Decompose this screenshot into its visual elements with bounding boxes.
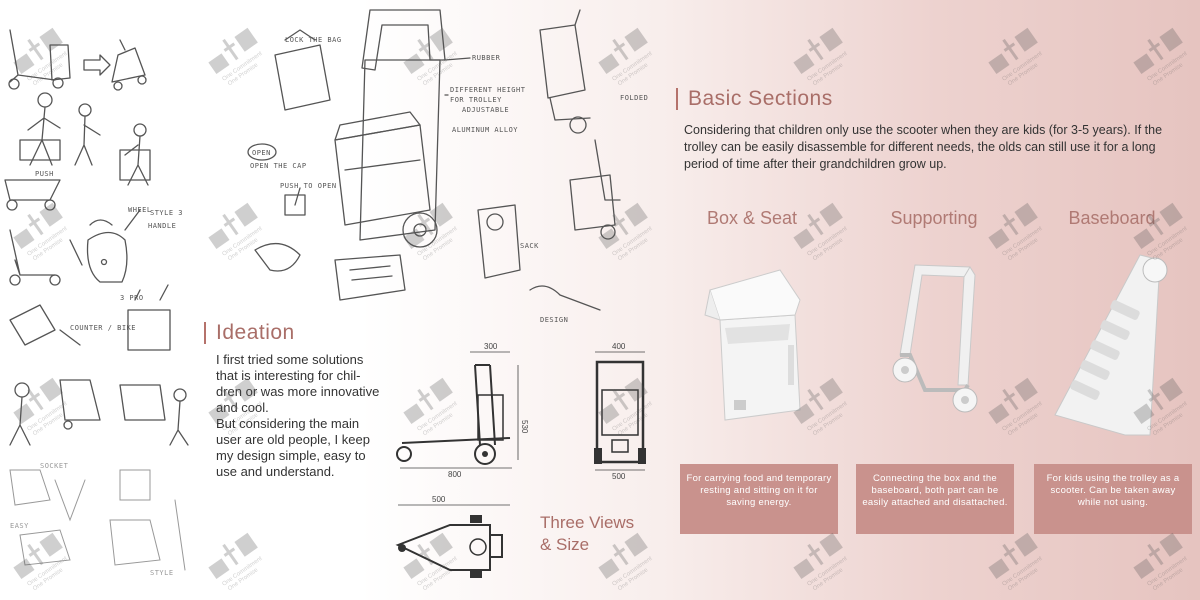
- side-view-drawing: 300 530 800: [396, 342, 529, 479]
- ideation-line: I first tried some solutions: [216, 352, 364, 367]
- ideation-line: that is interesting for chil-: [216, 368, 361, 383]
- sketch-scooter-2: PUSH: [4, 170, 83, 286]
- sketch-backpack: WHEEL HANDLE STYLE 3: [86, 206, 183, 283]
- render-box-seat: [704, 269, 801, 421]
- sketch-mid-left: COUNTER / BIKE 3 PRO: [9, 284, 189, 446]
- three-views-title: Three Views & Size: [540, 512, 634, 556]
- render-baseboard: [1054, 254, 1168, 436]
- sketch-trolley-main: LOCK THE BAG RUBBER DIFFERENT HEIGHT FOR…: [247, 9, 526, 301]
- ideation-line: and cool.: [216, 400, 269, 415]
- ideation-heading: Ideation: [204, 322, 295, 344]
- basic-sections-description: Considering that children only use the s…: [684, 123, 1163, 171]
- top-view-drawing: 500: [395, 495, 510, 578]
- front-view-drawing: 400 500: [594, 342, 646, 481]
- ideation-text: I first tried some solutions that is int…: [216, 352, 406, 480]
- card-box-seat: For carrying food and temporary resting …: [680, 464, 838, 534]
- svg-text:DESIGN: DESIGN: [540, 316, 568, 324]
- ideation-line: But considering the main: [216, 416, 360, 431]
- ideation-line: user are old people, I keep: [216, 432, 370, 447]
- svg-text:PUSH: PUSH: [35, 170, 54, 178]
- basic-sections-heading: Basic Sections: [676, 88, 833, 110]
- card-supporting: Connecting the box and the baseboard, bo…: [856, 464, 1014, 534]
- svg-text:DIFFERENT HEIGHT: DIFFERENT HEIGHT: [450, 86, 526, 94]
- ideation-line: dren or was more innovative: [216, 384, 380, 399]
- svg-text:ADJUSTABLE: ADJUSTABLE: [462, 106, 509, 114]
- dim-front-top: 400: [612, 342, 626, 351]
- dim-front-bottom: 500: [612, 472, 626, 481]
- svg-text:STYLE: STYLE: [150, 569, 174, 577]
- svg-text:SACK: SACK: [520, 242, 539, 250]
- card-baseboard: For kids using the trolley as a scooter.…: [1034, 464, 1192, 534]
- svg-text:WHEEL: WHEEL: [128, 206, 152, 214]
- svg-text:PUSH TO OPEN: PUSH TO OPEN: [280, 182, 337, 190]
- dim-side-height: 530: [520, 420, 529, 434]
- svg-text:LOCK THE BAG: LOCK THE BAG: [285, 36, 342, 44]
- sketch-figures: [19, 92, 151, 186]
- svg-text:3 PRO: 3 PRO: [120, 294, 144, 302]
- section-title-supporting: Supporting: [890, 208, 978, 228]
- ideation-line: use and understand.: [216, 464, 335, 479]
- section-title-baseboard: Baseboard: [1068, 208, 1156, 228]
- section-title-box-seat: Box & Seat: [706, 208, 798, 228]
- concept-sketches: PUSH WHEEL HANDLE STYLE 3 COUNTER / BIKE…: [4, 9, 648, 577]
- sketch-lower-faded: SOCKET EASY STYLE: [9, 462, 186, 577]
- dim-top-width: 500: [432, 495, 446, 504]
- dim-side-top: 300: [484, 342, 498, 351]
- svg-text:FOR TROLLEY: FOR TROLLEY: [450, 96, 502, 104]
- sketch-scooter-1: [8, 29, 147, 91]
- svg-text:OPEN: OPEN: [252, 149, 271, 157]
- svg-text:STYLE 3: STYLE 3: [150, 209, 183, 217]
- three-views-line1: Three Views: [540, 513, 635, 532]
- three-views-line2: & Size: [540, 535, 590, 554]
- technical-drawings: 300 530 800 400 500 500: [395, 342, 646, 578]
- svg-text:HANDLE: HANDLE: [148, 222, 176, 230]
- sketch-trolley-side: SACK DESIGN FOLDED: [477, 9, 648, 324]
- svg-text:ALUMINUM ALLOY: ALUMINUM ALLOY: [452, 126, 518, 134]
- svg-text:FOLDED: FOLDED: [620, 94, 648, 102]
- svg-text:SOCKET: SOCKET: [40, 462, 69, 470]
- svg-text:RUBBER: RUBBER: [472, 54, 501, 62]
- svg-text:OPEN THE CAP: OPEN THE CAP: [250, 162, 307, 170]
- ideation-line: my design simple, easy to: [216, 448, 366, 463]
- svg-text:EASY: EASY: [10, 522, 29, 530]
- svg-text:COUNTER / BIKE: COUNTER / BIKE: [70, 324, 136, 332]
- render-supporting: [892, 264, 978, 413]
- dim-side-width: 800: [448, 470, 462, 479]
